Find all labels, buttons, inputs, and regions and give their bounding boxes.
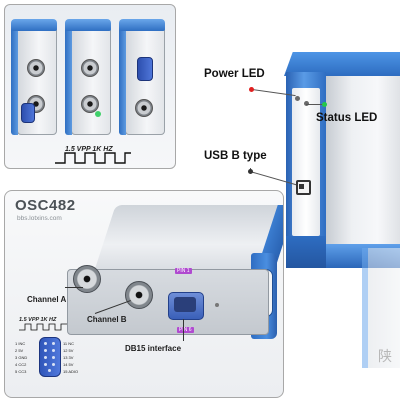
top-left-inset-photo: 1.5 VPP 1K HZ [4,4,176,169]
waveform-label: 1.5 VPP 1K HZ [65,146,113,153]
channel-a-bnc-icon [73,265,101,293]
pinout-header: 1.5 VPP 1K HZ [19,317,57,323]
device-side-panel [326,58,400,268]
leader-line [183,319,184,341]
status-led-icon [304,101,309,106]
bottom-left-inset-photo: OSC482 bbs.lotxins.com PIN 1 PIN 6 Chann… [4,190,284,398]
status-led-callout-line [306,104,324,105]
bnc-connector-icon [81,59,99,77]
pinout-right-4: 14 5V [63,362,74,367]
pinout-left-4: 4 CC2 [15,362,27,367]
usb-b-type-label: USB B type [204,150,267,162]
db15-connector-icon [137,57,153,81]
product-website: bbs.lotxins.com [17,215,62,222]
usb-b-port-inner [299,184,304,189]
usb-callout-dot [248,169,253,174]
pinout-right-1: 11 NC [63,341,75,346]
pinout-right-5: 15 ADIO [63,369,79,374]
background-device [362,248,400,368]
power-led-callout-dot [249,87,254,92]
watermark-text: 陕 [378,348,392,364]
power-led-label: Power LED [204,68,265,80]
pin-6-tag: PIN 6 [177,327,194,333]
mini-device-2 [65,19,111,135]
pinout-left-2: 2 5V [15,348,24,353]
device-front-bottom [286,236,326,268]
green-led-icon [95,111,101,117]
pin-1-tag: PIN 1 [175,268,192,274]
db15-pinout-icon [39,337,61,377]
db15-connector-icon [21,103,35,123]
db15-port-inner [174,297,196,312]
bnc-connector-icon [135,99,153,117]
status-led-callout-dot [322,102,327,107]
pinout-left-3: 3 GND [15,355,28,360]
product-model-title: OSC482 [15,197,76,214]
channel-b-label: Channel B [87,315,127,324]
bnc-connector-icon [81,95,99,113]
channel-b-bnc-icon [125,281,153,309]
device-front-face [292,88,320,236]
screw-icon [215,303,219,307]
pinout-left-1: 1 INC [15,341,26,346]
bnc-connector-icon [27,59,45,77]
square-wave-icon [19,323,67,331]
pinout-left-5: 5 CC3 [15,369,27,374]
pinout-right-3: 13 3V [63,355,74,360]
status-led-label: Status LED [316,112,378,124]
mini-device-3 [119,19,165,135]
leader-line [65,287,83,288]
pinout-right-2: 12 5V [63,348,74,353]
db15-interface-label: DB15 interface [125,344,182,353]
square-wave-icon [55,152,131,164]
power-led-icon [295,96,300,101]
channel-a-label: Channel A [27,295,67,304]
